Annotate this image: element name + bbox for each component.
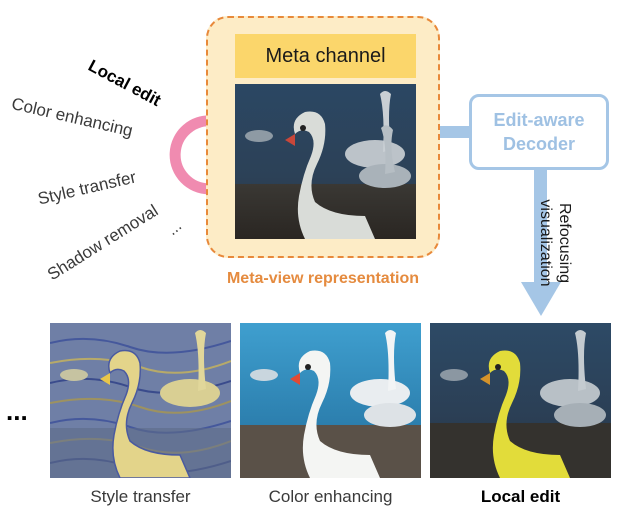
caption-color-enhancing: Color enhancing — [268, 487, 393, 506]
op-color-enhancing: Color enhancing — [9, 94, 135, 141]
decoder-line1: Edit-aware — [493, 110, 585, 130]
refocus-line1: Refocusing — [556, 202, 573, 284]
refocusing-label: Refocusing visualization — [536, 188, 574, 298]
caption-local-edit: Local edit — [480, 487, 561, 506]
meta-view-image — [235, 84, 416, 239]
arrow-down-icon — [521, 170, 561, 316]
refocus-line2: visualization — [537, 199, 554, 287]
outputs-more: ... — [6, 396, 28, 426]
edit-aware-decoder: Edit-aware Decoder — [469, 94, 609, 170]
output-color-enhancing-image — [240, 323, 421, 478]
op-local-edit: Local edit — [85, 56, 165, 111]
op-style-transfer: Style transfer — [36, 167, 138, 209]
caption-style-transfer: Style transfer — [90, 487, 191, 506]
decoder-line2: Decoder — [502, 134, 576, 154]
op-more: ... — [164, 217, 186, 240]
op-shadow-removal: Shadow removal — [44, 200, 162, 285]
arrow-to-decoder-icon — [440, 126, 472, 138]
output-style-transfer-image — [50, 323, 231, 478]
output-local-edit-image — [430, 323, 611, 478]
meta-channel-label: Meta channel — [235, 34, 416, 78]
meta-view-caption: Meta-view representation — [226, 270, 420, 287]
